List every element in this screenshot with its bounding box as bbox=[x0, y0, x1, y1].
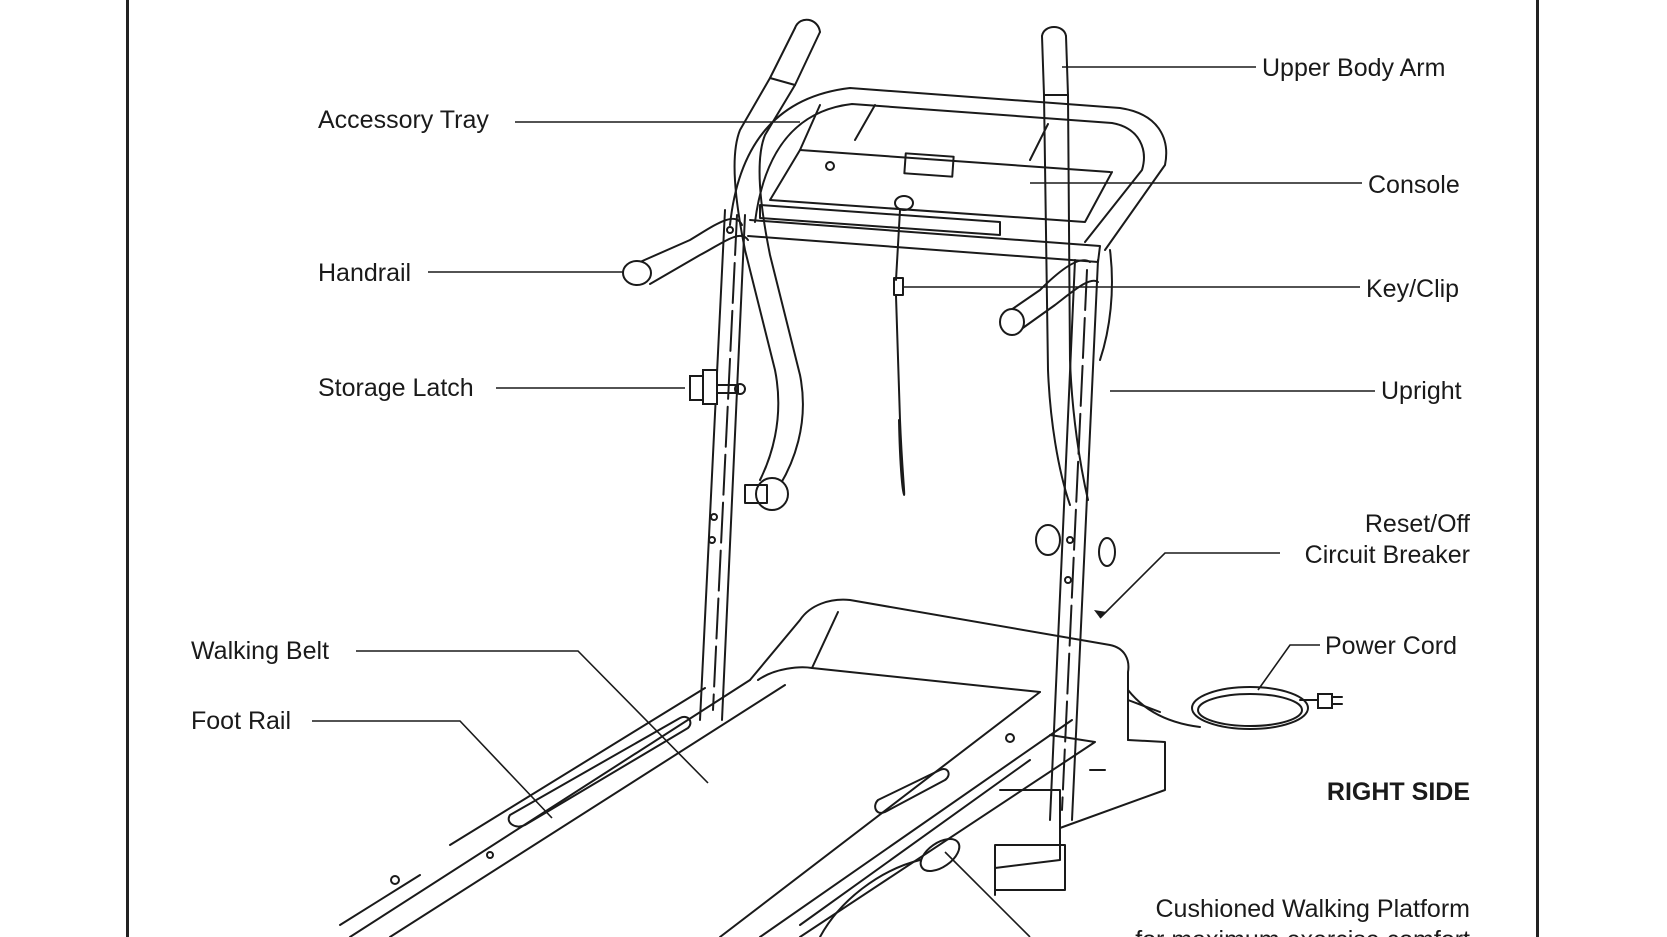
label-right-side: RIGHT SIDE bbox=[1326, 778, 1470, 806]
label-upper-body-arm: Upper Body Arm bbox=[1262, 54, 1446, 82]
left-page-border bbox=[126, 0, 129, 937]
label-console: Console bbox=[1368, 171, 1460, 199]
leader-power-cord bbox=[1257, 644, 1320, 691]
leader-walking-belt bbox=[356, 650, 709, 784]
left-upper-body-arm bbox=[733, 18, 821, 511]
walking-deck bbox=[339, 679, 1096, 937]
power-cord bbox=[1127, 686, 1343, 730]
label-storage-latch: Storage Latch bbox=[318, 374, 474, 402]
label-reset-off: Reset/Off bbox=[1364, 510, 1470, 538]
console-assembly bbox=[729, 87, 1168, 263]
leader-reset-off bbox=[1099, 552, 1280, 619]
motor-hood bbox=[749, 598, 1166, 896]
label-handrail: Handrail bbox=[318, 259, 412, 287]
right-upright bbox=[999, 249, 1116, 821]
label-walking-belt: Walking Belt bbox=[191, 637, 330, 665]
storage-latch bbox=[689, 369, 746, 405]
leader-foot-rail bbox=[312, 720, 553, 819]
label-accessory-tray: Accessory Tray bbox=[318, 106, 489, 134]
label-upright: Upright bbox=[1381, 377, 1462, 405]
label-circuit-breaker: Circuit Breaker bbox=[1304, 541, 1470, 569]
leader-lines bbox=[312, 66, 1375, 937]
label-cushioned-platform: Cushioned Walking Platform bbox=[1155, 895, 1471, 923]
left-upright bbox=[622, 209, 749, 721]
label-foot-rail: Foot Rail bbox=[191, 707, 292, 735]
label-exercise-comfort: for maximum exercise comfort bbox=[1135, 926, 1470, 937]
leader-cushioned-platform bbox=[944, 851, 1031, 937]
right-page-border bbox=[1536, 0, 1539, 937]
label-key-clip: Key/Clip bbox=[1366, 275, 1460, 303]
right-upper-body-arm bbox=[1035, 26, 1089, 556]
key-clip bbox=[893, 209, 906, 496]
reset-off-arrowhead bbox=[1094, 610, 1107, 618]
label-power-cord: Power Cord bbox=[1325, 632, 1457, 660]
